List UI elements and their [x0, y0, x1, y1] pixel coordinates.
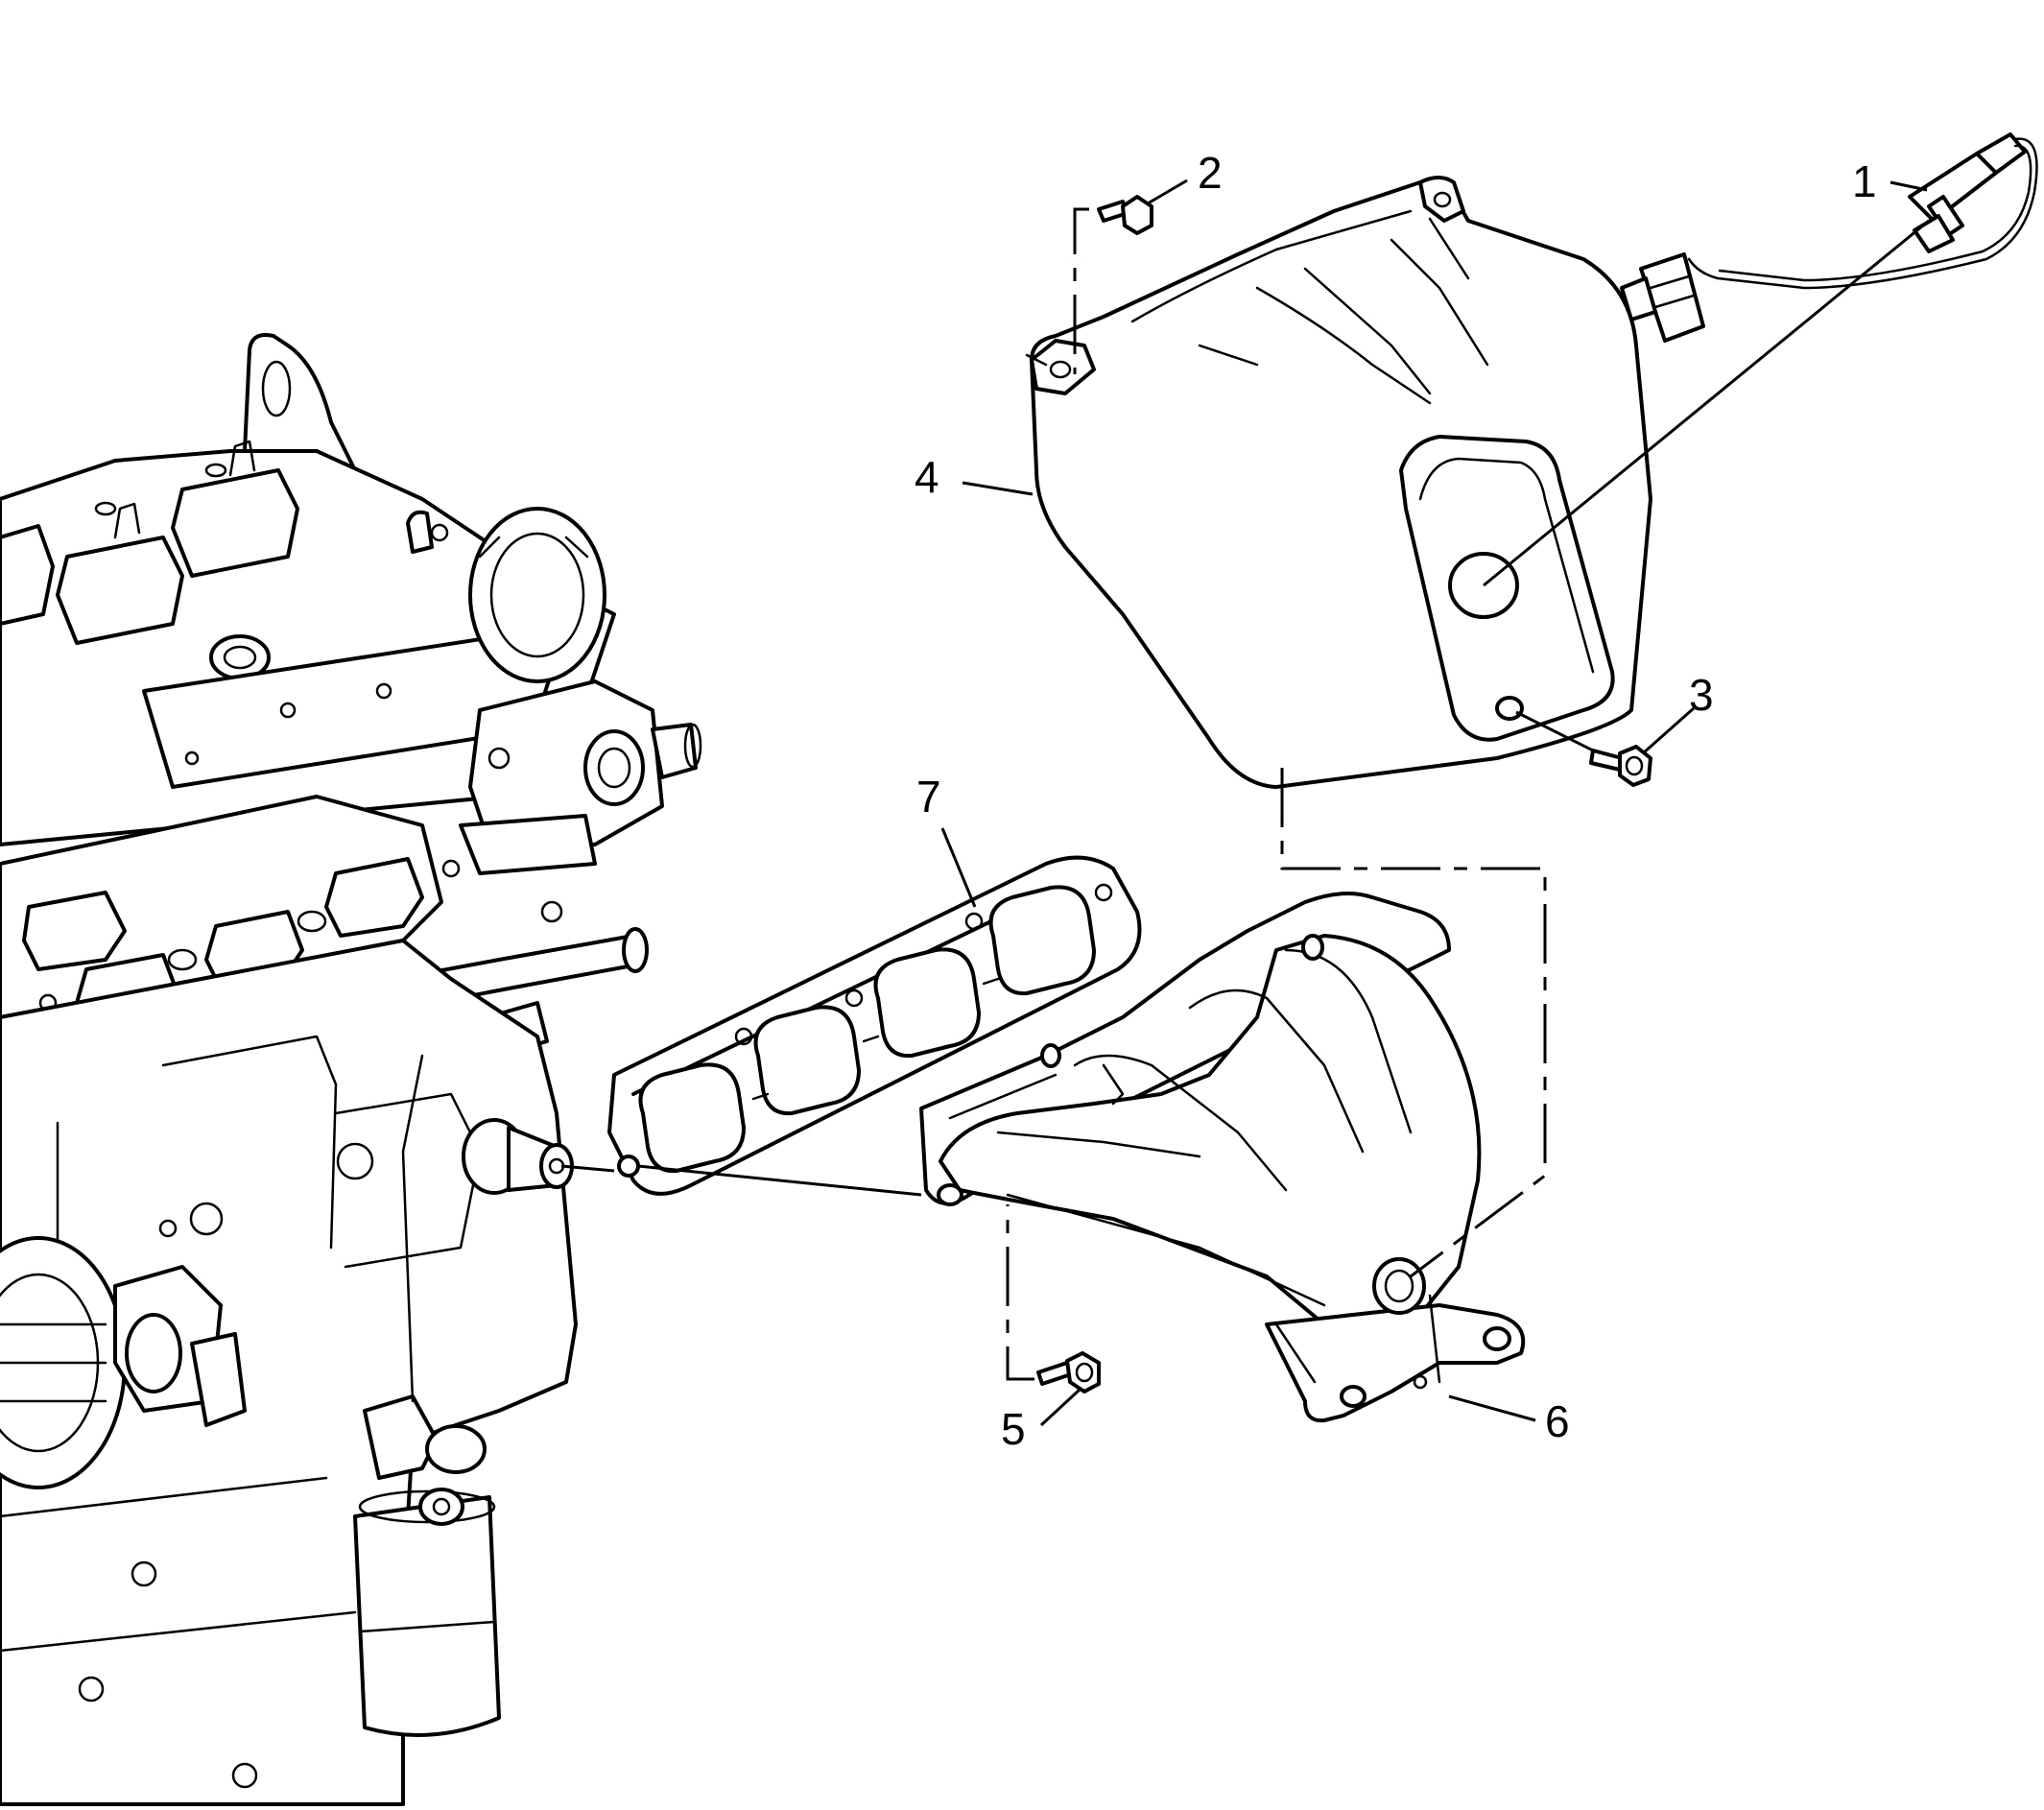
exhaust-manifold — [919, 892, 1526, 1423]
callout-4: 4 — [915, 452, 939, 502]
exhaust-manifold-heat-shield — [1025, 176, 1652, 789]
exhaust-manifold-bolt — [1036, 1351, 1101, 1393]
callout-7: 7 — [916, 772, 941, 822]
assembly-lines — [560, 207, 1930, 1381]
callout-3: 3 — [1689, 670, 1714, 720]
callout-6: 6 — [1545, 1396, 1570, 1446]
callout-5: 5 — [1001, 1404, 1026, 1454]
callout-2: 2 — [1198, 148, 1223, 198]
engine-block — [0, 333, 702, 1806]
oxygen-sensor — [1620, 132, 2038, 343]
heat-shield-bolt-lower — [1589, 745, 1652, 787]
callout-labels: 1 2 3 4 5 6 7 — [915, 148, 1877, 1454]
callout-1: 1 — [1852, 156, 1877, 206]
heat-shield-bolt-upper — [1097, 195, 1153, 235]
callout-leaders — [940, 179, 1928, 1427]
